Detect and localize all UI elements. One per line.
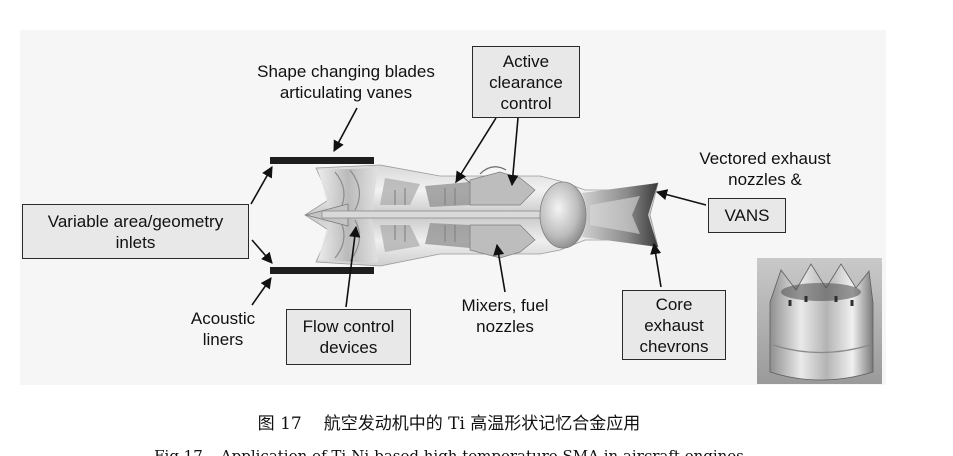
arrow-flow-control — [346, 227, 356, 307]
label-line: VANS — [709, 205, 785, 226]
label-line: Active — [473, 51, 579, 72]
caption-text: Application of Ti-Ni-based high temperat… — [221, 447, 744, 456]
label-line: devices — [287, 337, 410, 358]
label-line: Mixers, fuel — [448, 295, 562, 316]
label-line: liners — [175, 329, 271, 350]
box-vans: VANS — [708, 198, 786, 233]
label-line: Variable area/geometry — [23, 211, 248, 232]
arrow-acoustic-liners — [252, 278, 271, 305]
box-core-exhaust-chevrons: Core exhaust chevrons — [622, 290, 726, 360]
label-line: nozzles — [448, 316, 562, 337]
label-shape-changing-blades: Shape changing blades articulating vanes — [228, 61, 464, 103]
arrow-variable-area-bottom — [252, 240, 272, 263]
label-line: clearance — [473, 72, 579, 93]
label-line: Vectored exhaust — [675, 148, 855, 169]
label-line: control — [473, 93, 579, 114]
arrow-active-clearance-2 — [512, 118, 518, 185]
arrow-active-clearance-1 — [456, 118, 496, 182]
box-flow-control-devices: Flow control devices — [286, 309, 411, 365]
label-mixers-fuel-nozzles: Mixers, fuel nozzles — [448, 295, 562, 337]
box-variable-area-inlets: Variable area/geometry inlets — [22, 204, 249, 259]
box-active-clearance-control: Active clearance control — [472, 46, 580, 118]
label-line: chevrons — [623, 336, 725, 357]
arrow-core-exhaust — [654, 244, 661, 287]
figure-caption-en: Fig.17 Application of Ti-Ni-based high te… — [0, 446, 898, 456]
label-line: nozzles & — [675, 169, 855, 190]
figure-number: 图 17 — [258, 414, 302, 434]
arrow-variable-area-top — [251, 167, 272, 204]
arrow-mixers — [497, 245, 505, 292]
label-line: Acoustic — [175, 308, 271, 329]
label-line: Shape changing blades — [228, 61, 464, 82]
label-line: articulating vanes — [228, 82, 464, 103]
caption-text: 航空发动机中的 Ti 高温形状记忆合金应用 — [324, 414, 641, 434]
label-vectored-exhaust: Vectored exhaust nozzles & — [675, 148, 855, 190]
label-line: inlets — [23, 232, 248, 253]
figure-caption-cn: 图 17 航空发动机中的 Ti 高温形状记忆合金应用 — [0, 412, 898, 436]
arrow-vectored-exhaust — [657, 192, 706, 205]
figure-number: Fig.17 — [154, 447, 203, 456]
label-line: Core — [623, 294, 725, 315]
label-line: exhaust — [623, 315, 725, 336]
arrow-shape-blades — [334, 108, 357, 151]
label-line: Flow control — [287, 316, 410, 337]
label-acoustic-liners: Acoustic liners — [175, 308, 271, 350]
